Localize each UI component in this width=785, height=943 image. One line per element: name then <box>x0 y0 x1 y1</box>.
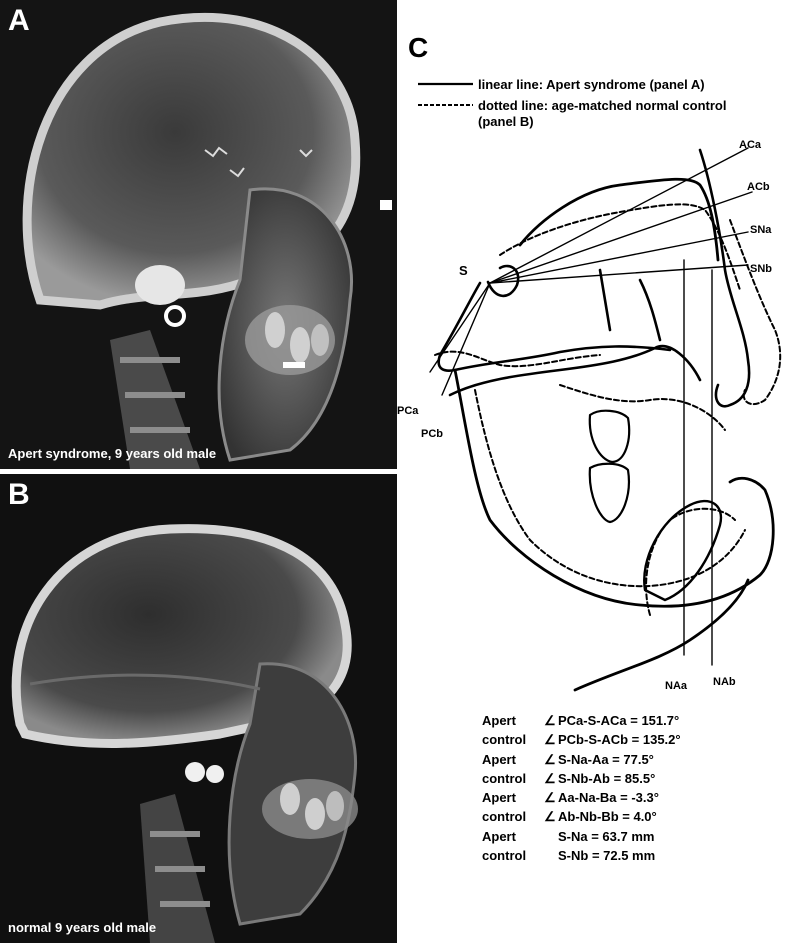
line-s-acb <box>489 191 753 284</box>
measurement-group: control <box>482 848 527 864</box>
panel-caption-a: Apert syndrome, 9 years old male <box>8 446 217 461</box>
legend-dotted-label-cont: (panel B) <box>478 114 534 129</box>
xray-image-b <box>0 474 397 943</box>
line-s-sna <box>489 231 749 284</box>
measurement-value: S-Na-Aa = 77.5° <box>558 751 654 767</box>
legend-solid-label: linear line: Apert syndrome (panel A) <box>478 77 705 92</box>
angle-symbol: ∠ <box>544 809 556 825</box>
apert-forehead <box>518 177 720 262</box>
measurement-value: PCb-S-ACb = 135.2° <box>558 732 681 748</box>
measurement-row: Apert ∠ Aa-Na-Ba = -3.3° <box>482 788 681 807</box>
measurement-row: control ∠ S-Nb-Ab = 85.5° <box>482 769 681 788</box>
apert-sella <box>486 264 520 298</box>
landmark-pcb: PCb <box>421 428 443 440</box>
control-chin <box>645 507 736 616</box>
xray-panel-b: B normal 9 years old male <box>0 474 397 943</box>
measurement-row: Apert S-Na = 63.7 mm <box>482 827 681 846</box>
panel-caption-b: normal 9 years old male <box>8 920 157 935</box>
measurement-group: Apert <box>482 790 516 806</box>
apert-incisor <box>643 499 723 602</box>
molar-lower <box>588 462 630 524</box>
control-maxilla <box>559 384 726 431</box>
measurement-row: Apert ∠ S-Na-Aa = 77.5° <box>482 750 681 769</box>
measurement-row: Apert ∠ PCa-S-ACa = 151.7° <box>482 711 681 730</box>
angle-symbol: ∠ <box>544 732 556 748</box>
landmark-naa: NAa <box>665 680 688 692</box>
line-s-snb <box>489 264 749 284</box>
angle-symbol: ∠ <box>544 751 556 767</box>
landmark-s: S <box>459 263 468 278</box>
control-forehead <box>499 203 741 291</box>
control-mandible <box>474 389 746 588</box>
measurement-group: Apert <box>482 713 516 728</box>
line-pcb <box>441 282 491 396</box>
angle-symbol: ∠ <box>544 790 556 806</box>
measurement-row: control ∠ Ab-Nb-Bb = 4.0° <box>482 807 681 826</box>
measurement-value: S-Nb-Ab = 85.5° <box>558 770 656 786</box>
apert-maxilla <box>448 345 702 397</box>
landmark-snb: SNb <box>750 263 772 275</box>
measurement-group: control <box>482 809 527 825</box>
panel-letter-c: C <box>408 32 429 63</box>
apert-cranial-base <box>437 281 672 372</box>
measurement-group: Apert <box>482 751 516 767</box>
measurement-row: control ∠ PCb-S-ACb = 135.2° <box>482 730 681 749</box>
angle-symbol <box>542 827 558 846</box>
panel-letter-a: A <box>8 4 30 37</box>
apert-mandible <box>453 368 775 608</box>
apert-chin <box>573 578 750 692</box>
control-cranial-base <box>434 350 601 368</box>
panel-letter-b: B <box>8 478 30 511</box>
angle-symbol: ∠ <box>544 770 556 786</box>
landmark-sna: SNa <box>750 224 772 236</box>
landmark-acb: ACb <box>747 181 770 193</box>
measurement-group: control <box>482 770 527 786</box>
measurement-value: Ab-Nb-Bb = 4.0° <box>558 809 657 825</box>
landmark-aca: ACa <box>739 139 762 151</box>
measurement-value: S-Na = 63.7 mm <box>558 828 655 844</box>
measurement-row: control S-Nb = 72.5 mm <box>482 846 681 865</box>
legend-dotted-label: dotted line: age-matched normal control <box>478 98 727 113</box>
measurement-value: S-Nb = 72.5 mm <box>558 848 656 864</box>
xray-image-a <box>0 0 397 469</box>
measurement-value: PCa-S-ACa = 151.7° <box>558 713 680 728</box>
molar-upper <box>588 409 631 464</box>
apert-nose <box>698 148 751 408</box>
xray-panel-a: A Apert syndrome, 9 years old male <box>0 0 397 469</box>
line-pca <box>429 282 491 373</box>
landmark-nab: NAb <box>713 676 736 688</box>
line-s-aca <box>489 147 749 284</box>
control-nose <box>729 219 782 406</box>
cephalometric-tracing <box>429 147 782 692</box>
apert-orbit <box>598 268 662 342</box>
angle-symbol: ∠ <box>544 713 556 728</box>
landmark-pca: PCa <box>397 405 419 417</box>
measurements-table: Apert ∠ PCa-S-ACa = 151.7° control ∠ PCb… <box>482 711 681 865</box>
legend-line-samples <box>418 82 473 106</box>
measurement-group: control <box>482 732 527 748</box>
angle-symbol <box>542 846 558 865</box>
measurement-value: Aa-Na-Ba = -3.3° <box>558 790 659 806</box>
measurement-group: Apert <box>482 828 516 844</box>
